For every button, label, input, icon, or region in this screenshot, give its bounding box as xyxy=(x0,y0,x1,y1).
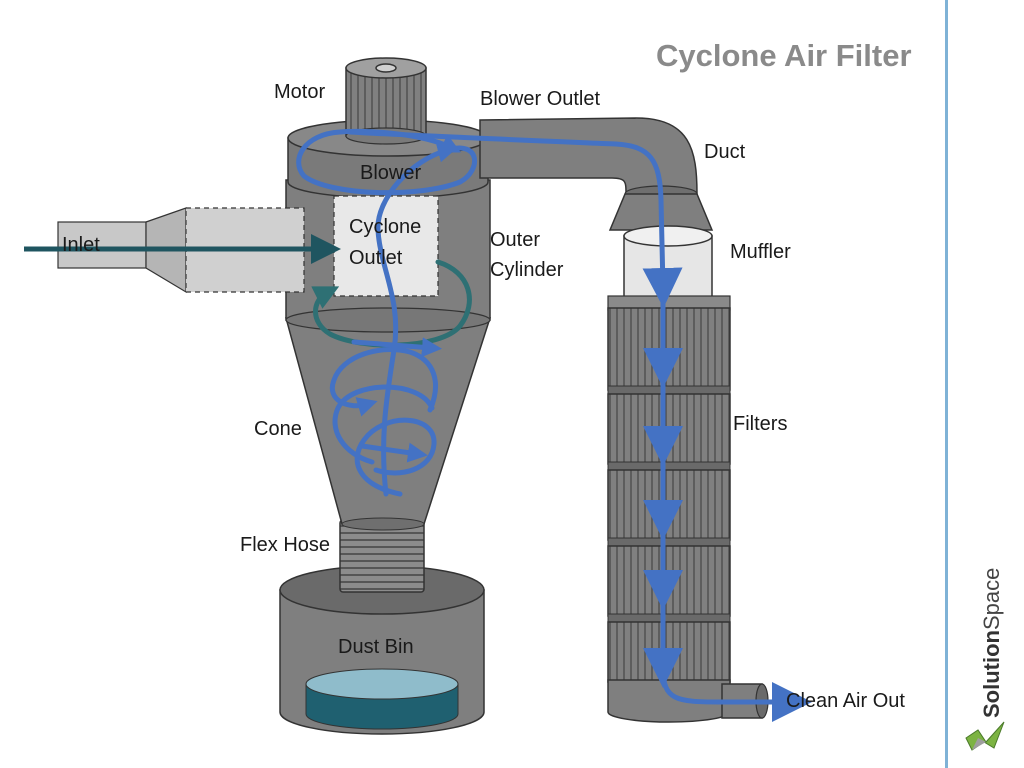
solutionspace-logo: SolutionSpace xyxy=(965,560,1012,751)
label-blower: Blower xyxy=(360,162,422,184)
label-inlet: Inlet xyxy=(62,234,100,256)
label-flex-hose: Flex Hose xyxy=(240,534,331,556)
label-clean-air-out: Clean Air Out xyxy=(786,690,905,712)
leaf-icon xyxy=(965,721,1005,751)
brand-wordmark: SolutionSpace xyxy=(979,568,1005,718)
spiral-flow xyxy=(329,142,458,497)
label-duct: Duct xyxy=(704,141,746,163)
label-dust-bin: Dust Bin xyxy=(338,636,414,658)
label-outer-cylinder-line1: Outer xyxy=(490,229,541,251)
label-muffler: Muffler xyxy=(730,241,791,263)
motor xyxy=(345,57,427,145)
label-cyclone-outlet-line1: Cyclone xyxy=(349,216,422,238)
filter-stack xyxy=(607,307,731,723)
label-outer-cylinder-line2: Cylinder xyxy=(490,259,564,281)
brand-regular: Space xyxy=(979,567,1004,631)
brand-bold: Solution xyxy=(979,630,1004,718)
blower-outlet-duct xyxy=(479,117,714,231)
blower-flow xyxy=(296,128,812,722)
label-cyclone-outlet-line2: Outlet xyxy=(349,247,403,269)
divider-rule xyxy=(945,0,948,768)
muffler xyxy=(607,225,731,311)
diagram-title: Cyclone Air Filter xyxy=(656,38,912,73)
label-motor: Motor xyxy=(274,81,326,103)
label-blower-outlet: Blower Outlet xyxy=(480,88,601,110)
label-filters: Filters xyxy=(733,413,788,435)
label-cone: Cone xyxy=(254,418,302,440)
flex-hose xyxy=(339,519,425,593)
